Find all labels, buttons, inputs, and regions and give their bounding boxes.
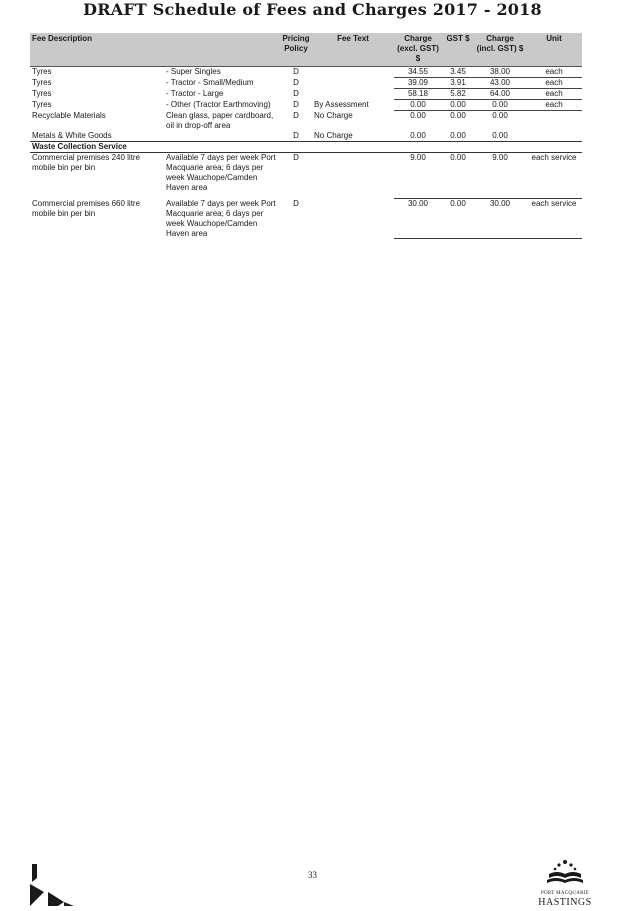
- charge-incl: 30.00: [474, 198, 526, 239]
- fee-subdescription: Clean glass, paper cardboard, oil in dro…: [166, 110, 274, 130]
- pricing-policy: D: [293, 88, 299, 98]
- gst: 3.91: [442, 77, 474, 89]
- header-unit: Unit: [526, 33, 582, 67]
- unit: each: [526, 99, 582, 111]
- table-row: Tyres - Tractor - Large D 58.18 5.82 64.…: [30, 88, 582, 100]
- charge-incl: 64.00: [474, 88, 526, 100]
- fee-description: Metals & White Goods: [30, 130, 164, 142]
- gst: 0.00: [442, 198, 474, 239]
- pricing-policy: D: [293, 152, 299, 162]
- fee-description: Commercial premises 660 litre mobile bin…: [32, 198, 141, 218]
- fee-subdescription: Available 7 days per week Port Macquarie…: [166, 152, 276, 192]
- charge-excl: 0.00: [394, 99, 442, 111]
- table-row: Metals & White Goods D No Charge 0.00 0.…: [30, 130, 582, 142]
- fee-text: [312, 67, 394, 78]
- table-row: Tyres - Super Singles D 34.55 3.45 38.00…: [30, 66, 582, 78]
- fee-subdescription: Available 7 days per week Port Macquarie…: [166, 198, 276, 238]
- pricing-policy: D: [293, 198, 299, 208]
- header-pricing-policy: Pricing Policy: [280, 33, 312, 67]
- pelican-emblem-icon: [547, 860, 583, 883]
- fee-description: Tyres: [32, 99, 52, 109]
- fee-subdescription: - Tractor - Large: [166, 88, 224, 98]
- charge-incl: 0.00: [474, 99, 526, 111]
- fee-description: Tyres: [32, 77, 52, 87]
- fee-subdescription: [164, 130, 280, 142]
- fees-table: Fee Description Pricing Policy Fee Text …: [30, 33, 582, 239]
- header-blank: [164, 33, 280, 67]
- gst: 0.00: [442, 99, 474, 111]
- fee-text: By Assessment: [314, 99, 369, 109]
- unit: each service: [531, 152, 577, 162]
- charge-excl: 0.00: [410, 111, 426, 120]
- charge-excl: 58.18: [394, 88, 442, 100]
- chevron-mark-icon: [30, 864, 74, 906]
- table-header-row: Fee Description Pricing Policy Fee Text …: [30, 33, 582, 67]
- logo-line-1: PORT MACQUARIE: [540, 891, 590, 896]
- fee-text: No Charge: [312, 130, 394, 142]
- fee-text: [312, 78, 394, 89]
- header-charge-incl: Charge (incl. GST) $: [474, 33, 526, 67]
- charge-incl: 9.00: [492, 152, 508, 162]
- charge-excl: 39.09: [394, 77, 442, 89]
- fee-subdescription: - Super Singles: [166, 67, 221, 76]
- section-heading: Waste Collection Service: [30, 141, 582, 153]
- gst: 3.45: [442, 66, 474, 78]
- fee-text: No Charge: [314, 110, 353, 120]
- header-fee-text: Fee Text: [312, 33, 394, 67]
- charge-excl: 30.00: [394, 198, 442, 239]
- charge-excl: 0.00: [394, 130, 442, 142]
- unit: each: [526, 66, 582, 78]
- fee-description: Tyres: [32, 67, 52, 76]
- charge-incl: 43.00: [474, 77, 526, 89]
- logo-line-2: HASTINGS: [538, 897, 592, 908]
- gst: 0.00: [450, 152, 466, 162]
- unit: [526, 111, 582, 131]
- unit: [526, 130, 582, 142]
- header-fee-description: Fee Description: [30, 33, 164, 67]
- table-row: Tyres - Other (Tractor Earthmoving) D By…: [30, 99, 582, 111]
- table-row: Commercial premises 660 litre mobile bin…: [30, 198, 582, 239]
- council-mark-left: [28, 862, 78, 911]
- header-gst: GST $: [442, 33, 474, 67]
- fee-description: Commercial premises 240 litre mobile bin…: [32, 152, 141, 172]
- charge-incl: 0.00: [474, 130, 526, 142]
- pricing-policy: D: [293, 67, 299, 76]
- gst: 0.00: [442, 130, 474, 142]
- pricing-policy: D: [293, 99, 299, 109]
- unit: each service: [526, 198, 582, 239]
- port-macquarie-hastings-logo: PORT MACQUARIE HASTINGS: [534, 858, 596, 908]
- page-number: 33: [308, 870, 317, 880]
- fee-subdescription: - Tractor - Small/Medium: [166, 77, 254, 87]
- fee-description: Tyres: [32, 88, 52, 98]
- table-row: Tyres - Tractor - Small/Medium D 39.09 3…: [30, 77, 582, 89]
- header-charge-excl: Charge (excl. GST) $: [394, 33, 442, 67]
- fee-subdescription: - Other (Tractor Earthmoving): [166, 99, 271, 109]
- table-row: Recyclable Materials Clean glass, paper …: [30, 111, 582, 131]
- charge-excl: 34.55: [394, 66, 442, 78]
- pricing-policy: D: [293, 110, 299, 120]
- charge-excl: 9.00: [410, 152, 426, 162]
- fee-text: [312, 199, 394, 239]
- unit: each: [526, 88, 582, 100]
- section-heading-row: Waste Collection Service: [30, 141, 582, 153]
- gst: 5.82: [442, 88, 474, 100]
- charge-incl: 38.00: [474, 66, 526, 78]
- unit: each: [526, 77, 582, 89]
- gst: 0.00: [450, 111, 466, 120]
- pricing-policy: D: [293, 77, 299, 87]
- pricing-policy: D: [280, 130, 312, 142]
- table-row: Commercial premises 240 litre mobile bin…: [30, 152, 582, 193]
- fee-text: [312, 152, 394, 193]
- charge-incl: 0.00: [492, 111, 508, 120]
- fee-text: [312, 89, 394, 100]
- page-title: DRAFT Schedule of Fees and Charges 2017 …: [83, 0, 542, 19]
- fee-description: Recyclable Materials: [32, 110, 106, 120]
